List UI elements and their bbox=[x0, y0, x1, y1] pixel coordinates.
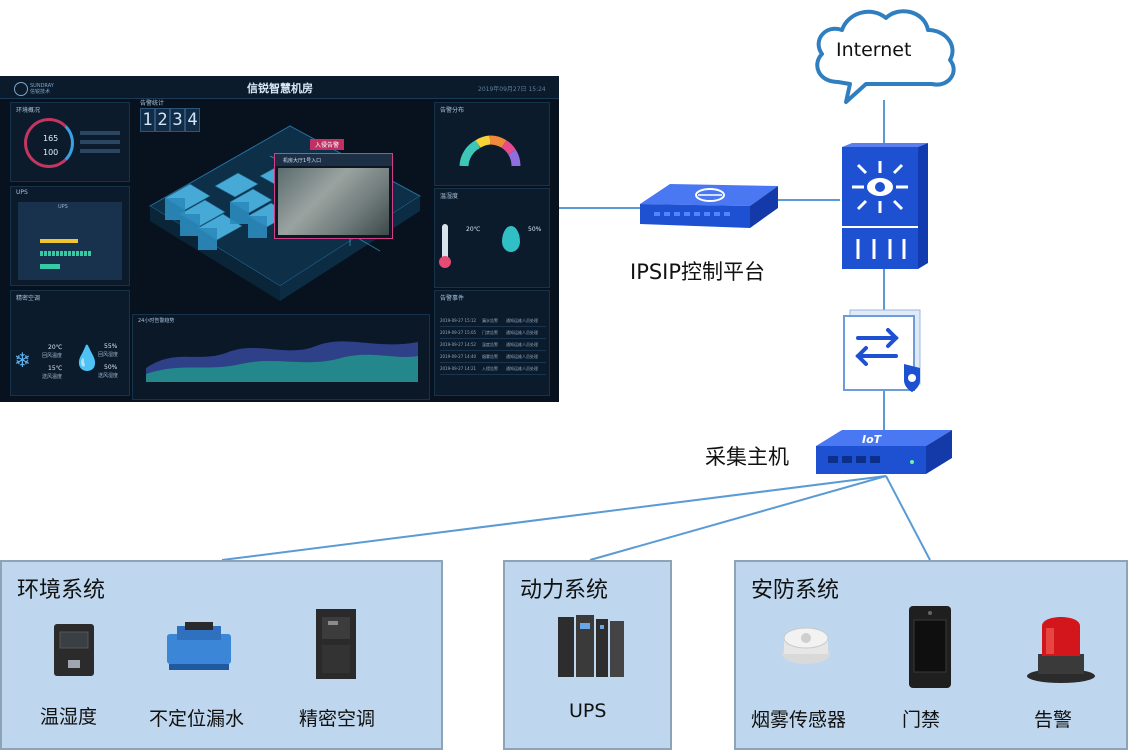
alarm-event-panel bbox=[434, 290, 550, 396]
link-collector-power bbox=[589, 475, 887, 561]
firewall-icon bbox=[843, 309, 921, 392]
cloud-icon bbox=[815, 9, 956, 104]
core-switch-icon bbox=[842, 143, 928, 269]
link-collector-env bbox=[221, 475, 887, 561]
ups-bar-2 bbox=[40, 251, 92, 256]
water-leak-detector-icon bbox=[167, 622, 231, 670]
aircon-panel bbox=[10, 290, 130, 396]
power-system-box: 动力系统 bbox=[503, 560, 672, 750]
gauge-humidity-value: 50% bbox=[528, 226, 542, 233]
iot-gateway-icon bbox=[816, 430, 952, 474]
dashboard-title: 信锐智慧机房 bbox=[247, 82, 313, 95]
temp-humidity-panel bbox=[434, 188, 550, 288]
ring-bottom-value: 100 bbox=[43, 148, 59, 157]
internet-label: Internet bbox=[836, 39, 912, 61]
device-label-water-leak: 不定位漏水 bbox=[149, 708, 245, 730]
device-label-temperature-humidity: 温湿度 bbox=[40, 706, 98, 728]
platform-server-icon bbox=[640, 184, 778, 228]
ring-legend-3 bbox=[80, 149, 120, 153]
power-system-title: 动力系统 bbox=[520, 578, 609, 603]
trend-chart-title: 24小时告警趋势 bbox=[138, 318, 175, 324]
smoke-sensor-icon bbox=[782, 627, 830, 664]
video-popup-title: 机房大厅1号入口 bbox=[283, 158, 322, 164]
video-popup[interactable]: 机房大厅1号入口 bbox=[274, 153, 393, 239]
security-system-title: 安防系统 bbox=[751, 578, 840, 603]
collector-label: 采集主机 bbox=[705, 445, 789, 469]
alarm-light-icon bbox=[1027, 617, 1095, 683]
temperature-humidity-sensor-icon bbox=[54, 624, 94, 676]
ring-legend bbox=[80, 131, 120, 135]
env-stat-2-value: 15℃ bbox=[48, 365, 63, 372]
iot-badge: IoT bbox=[862, 433, 882, 446]
alarm-event-title: 告警事件 bbox=[440, 295, 465, 302]
counter-digit-3: 3 bbox=[170, 108, 185, 132]
dashboard-datetime: 2019年09月27日 15:24 bbox=[478, 86, 546, 93]
device-label-ups: UPS bbox=[569, 700, 607, 722]
counter-digit-1: 1 bbox=[140, 108, 155, 132]
humidity-drop-icon bbox=[502, 226, 520, 252]
ups-panel-title: UPS bbox=[16, 189, 28, 196]
snowflake-icon: ❄ bbox=[14, 348, 31, 372]
ring-legend-2 bbox=[80, 140, 120, 144]
env-stat-2-label: 送风温度 bbox=[42, 374, 63, 380]
device-label-alarm: 告警 bbox=[1034, 709, 1073, 731]
environment-system-title: 环境系统 bbox=[17, 578, 106, 603]
intrusion-alarm-tag: 入侵告警 bbox=[310, 139, 345, 150]
device-label-access-control: 门禁 bbox=[902, 709, 941, 731]
env-stat-3-value: 50% bbox=[104, 364, 118, 371]
dashboard-screenshot: SUNDRAY 信锐技术 信锐智慧机房 2019年09月27日 15:24 环境… bbox=[0, 76, 559, 402]
ups-icon bbox=[558, 615, 624, 677]
aircon-panel-title: 精密空调 bbox=[16, 295, 41, 302]
env-stat-1-label: 回风湿度 bbox=[98, 352, 119, 358]
access-control-terminal-icon bbox=[909, 606, 951, 688]
device-label-precision-ac: 精密空调 bbox=[299, 708, 376, 730]
device-label-smoke-sensor: 烟雾传感器 bbox=[751, 709, 847, 731]
alarm-distribution-title: 告警分布 bbox=[440, 107, 465, 114]
water-drop-icon: 💧 bbox=[72, 344, 102, 372]
env-stat-1-value: 55% bbox=[104, 343, 118, 350]
alarm-distribution-gauge bbox=[459, 135, 521, 167]
capacity-ring-chart bbox=[24, 118, 74, 168]
sundray-logo-icon bbox=[14, 82, 28, 96]
precision-air-conditioner-icon bbox=[316, 609, 356, 679]
counter-digit-2: 2 bbox=[155, 108, 170, 132]
env-stat-3-label: 送风湿度 bbox=[98, 373, 119, 379]
video-popup-header bbox=[275, 154, 392, 166]
env-stat-0-value: 20℃ bbox=[48, 344, 63, 351]
env-stat-0-label: 回风温度 bbox=[42, 353, 63, 359]
dashboard-title-bar bbox=[0, 76, 559, 99]
env-overview-title: 环境概况 bbox=[16, 107, 41, 114]
ring-top-value: 165 bbox=[43, 134, 59, 143]
thermometer-bulb bbox=[439, 256, 451, 268]
trend-area-chart bbox=[146, 341, 418, 382]
camera-feed-image bbox=[278, 168, 389, 235]
ups-bar-3 bbox=[40, 264, 60, 269]
link-collector-security bbox=[885, 475, 931, 561]
dashboard-logo-text: SUNDRAY 信锐技术 bbox=[30, 83, 54, 95]
ups-bar-1 bbox=[40, 239, 78, 243]
counter-digit-4: 4 bbox=[185, 108, 200, 132]
ups-detail-title: UPS bbox=[58, 204, 68, 210]
counter-title: 告警统计 bbox=[140, 100, 165, 107]
platform-label: IPSIP控制平台 bbox=[630, 260, 766, 284]
temp-humidity-title: 温湿度 bbox=[440, 193, 459, 200]
thermometer-icon bbox=[442, 224, 448, 260]
gauge-temp-value: 20℃ bbox=[466, 226, 481, 233]
